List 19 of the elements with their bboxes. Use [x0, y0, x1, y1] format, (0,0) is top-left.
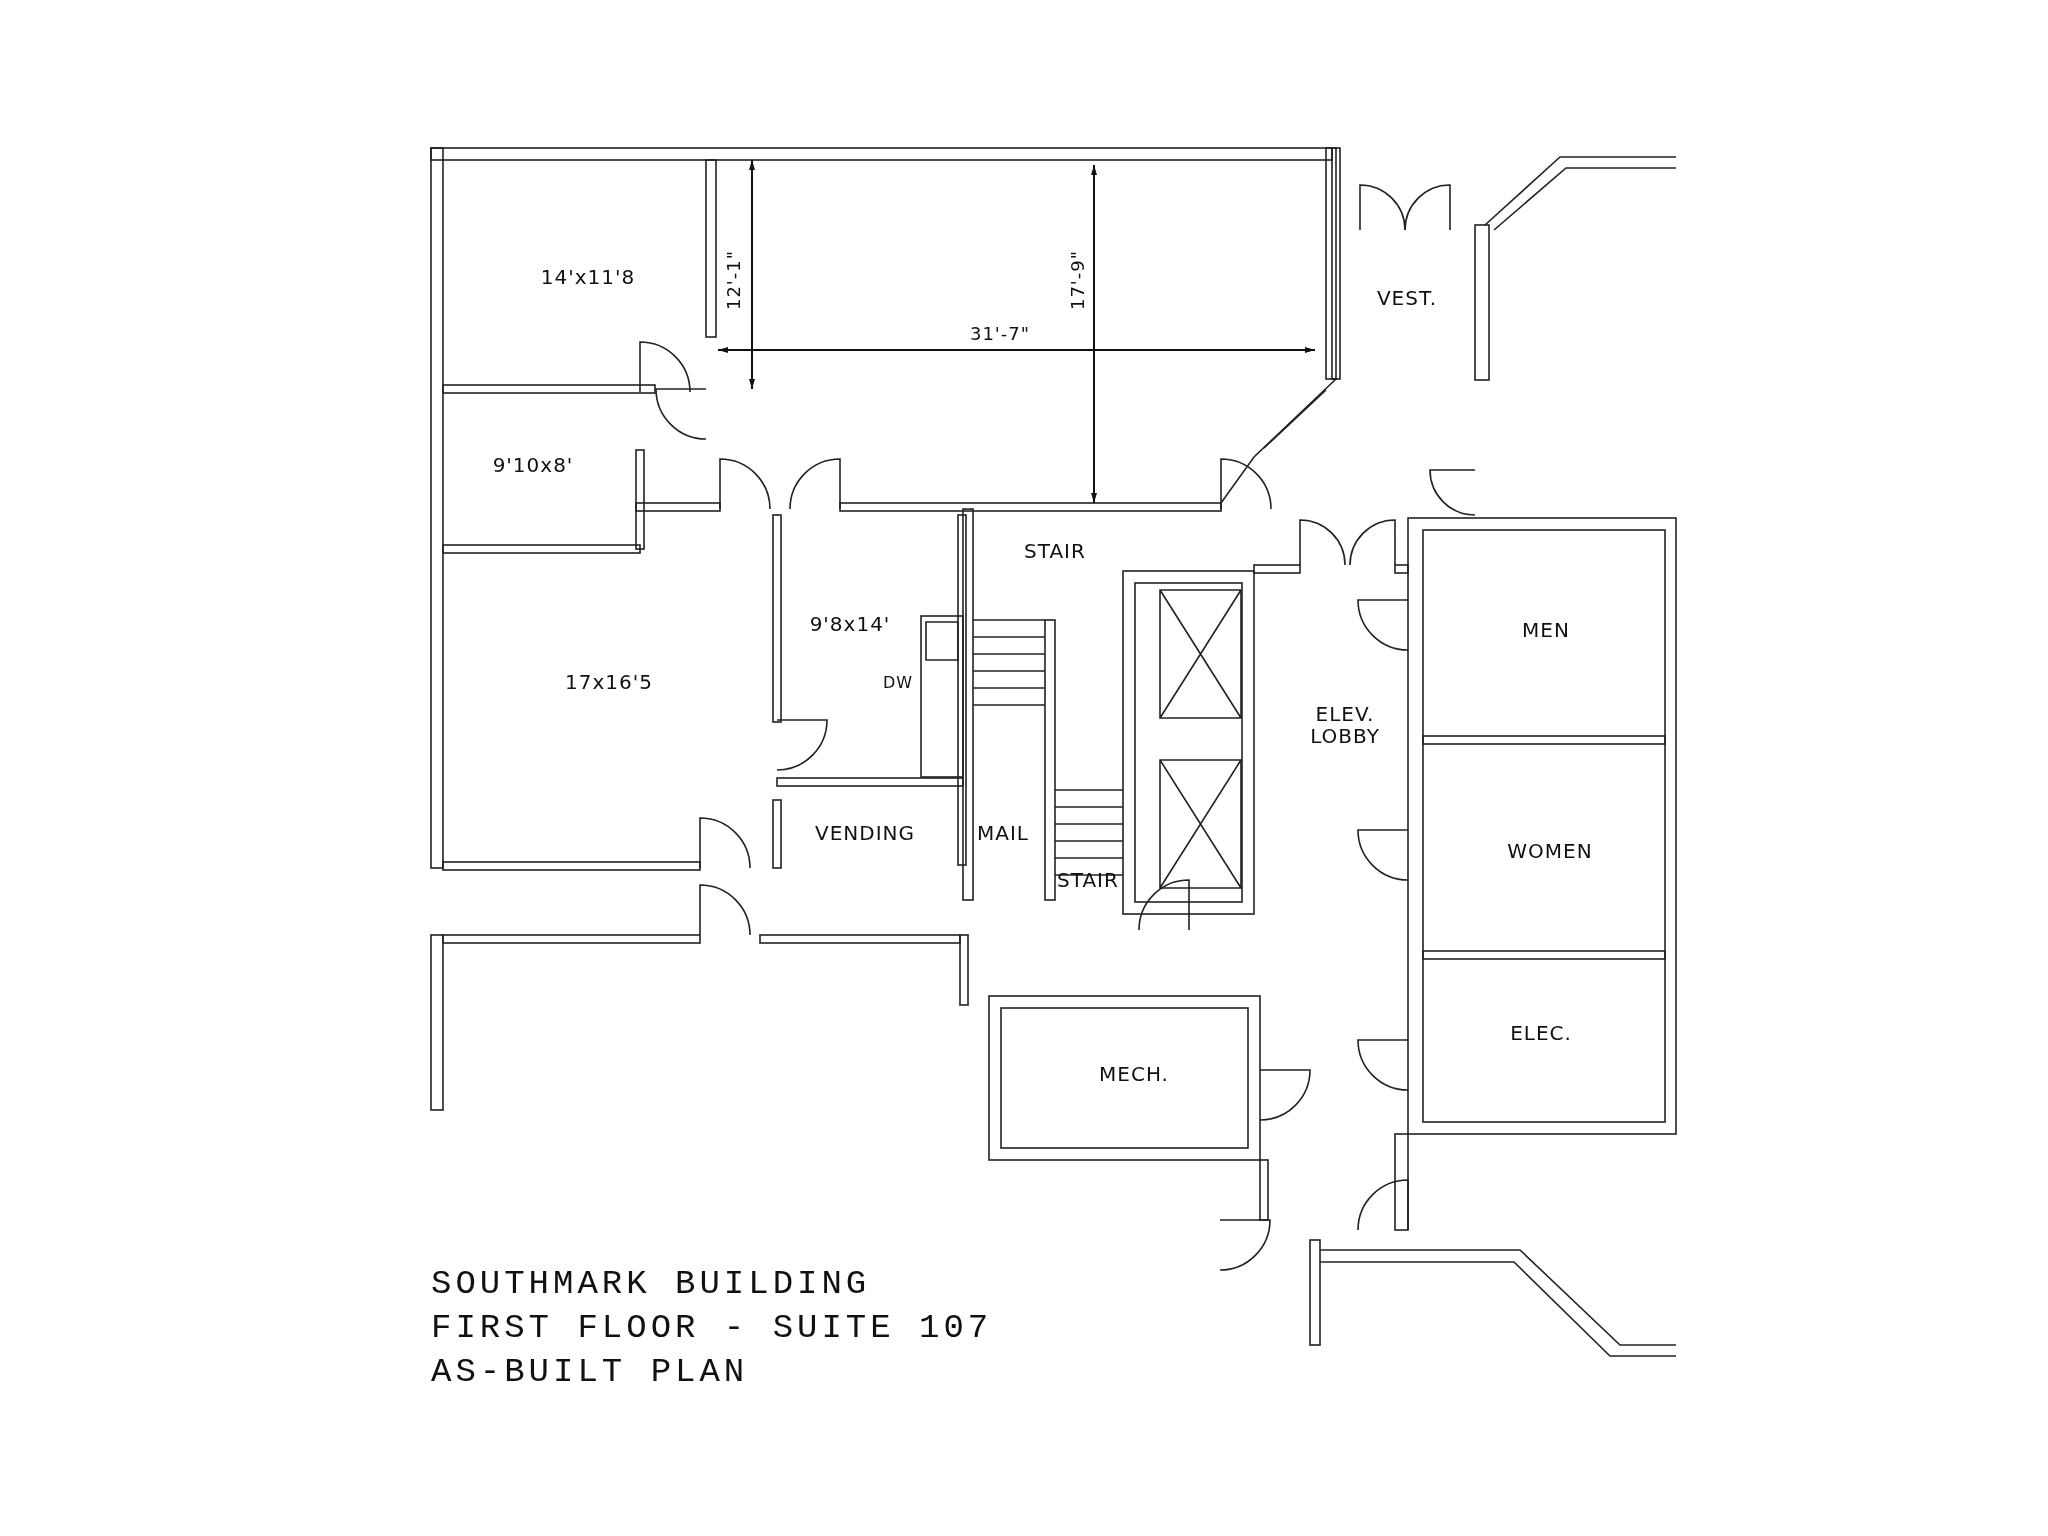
room-label: VEST.	[1376, 287, 1438, 309]
room-label: MECH.	[1099, 1063, 1169, 1085]
room-label: ELEC.	[1510, 1022, 1572, 1044]
room-label: ELEV. LOBBY	[1300, 703, 1390, 747]
appliance-label: DW	[882, 674, 914, 692]
room-label: MEN	[1522, 619, 1570, 641]
room-label: 9'10x8'	[492, 454, 574, 476]
plan-title: SOUTHMARK BUILDING FIRST FLOOR - SUITE 107 AS-BUILT PLAN	[431, 1264, 994, 1393]
room-label: STAIR	[1024, 540, 1086, 562]
room-label: 14'x11'8	[540, 266, 636, 288]
dimension-label: 17'-9"	[1068, 249, 1088, 311]
dimension-label: 31'-7"	[969, 324, 1031, 344]
room-label: 17x16'5	[565, 671, 653, 693]
room-label: VENDING	[815, 822, 915, 844]
room-label: WOMEN	[1507, 840, 1593, 862]
room-label: STAIR	[1057, 869, 1119, 891]
room-label: MAIL	[977, 822, 1029, 844]
dimension-label: 12'-1"	[724, 249, 744, 311]
room-label: 9'8x14'	[809, 613, 891, 635]
